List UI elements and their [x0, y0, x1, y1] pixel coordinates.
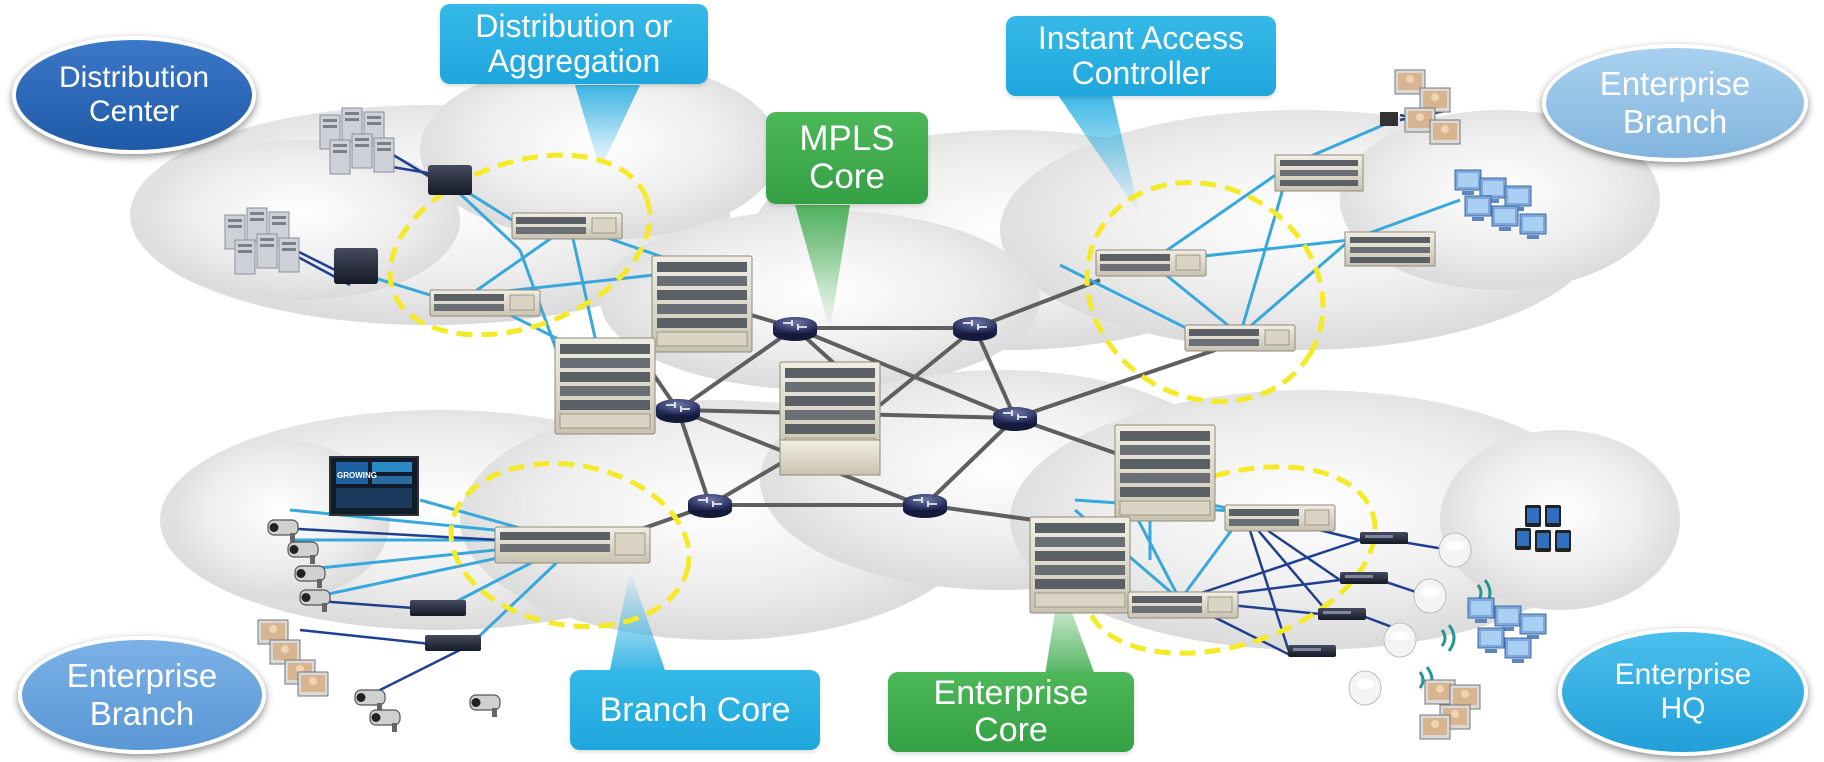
callout-distribution-aggregation: Distribution or Aggregation [440, 4, 708, 84]
region-enterprise-branch-bottom: Enterprise Branch [18, 636, 266, 754]
region-distribution-center: Distribution Center [12, 36, 256, 154]
mpls-core-switch [779, 361, 881, 476]
server-racks [224, 107, 472, 284]
callout-enterprise-core: Enterprise Core [888, 672, 1134, 752]
access-controller-switches [1095, 154, 1436, 352]
region-enterprise-hq: Enterprise HQ [1558, 628, 1808, 756]
signage-title: GROWING [337, 471, 377, 480]
branch-core-switch [410, 526, 651, 651]
callout-instant-access-controller: Instant Access Controller [1006, 16, 1276, 96]
callout-branch-core: Branch Core [570, 670, 820, 750]
video-endpoints-top [1380, 69, 1461, 145]
digital-signage: GROWING [329, 456, 419, 516]
callout-mpls-core: MPLS Core [766, 112, 928, 204]
hq-video-grid [1419, 679, 1481, 740]
region-enterprise-branch-top: Enterprise Branch [1542, 44, 1808, 162]
